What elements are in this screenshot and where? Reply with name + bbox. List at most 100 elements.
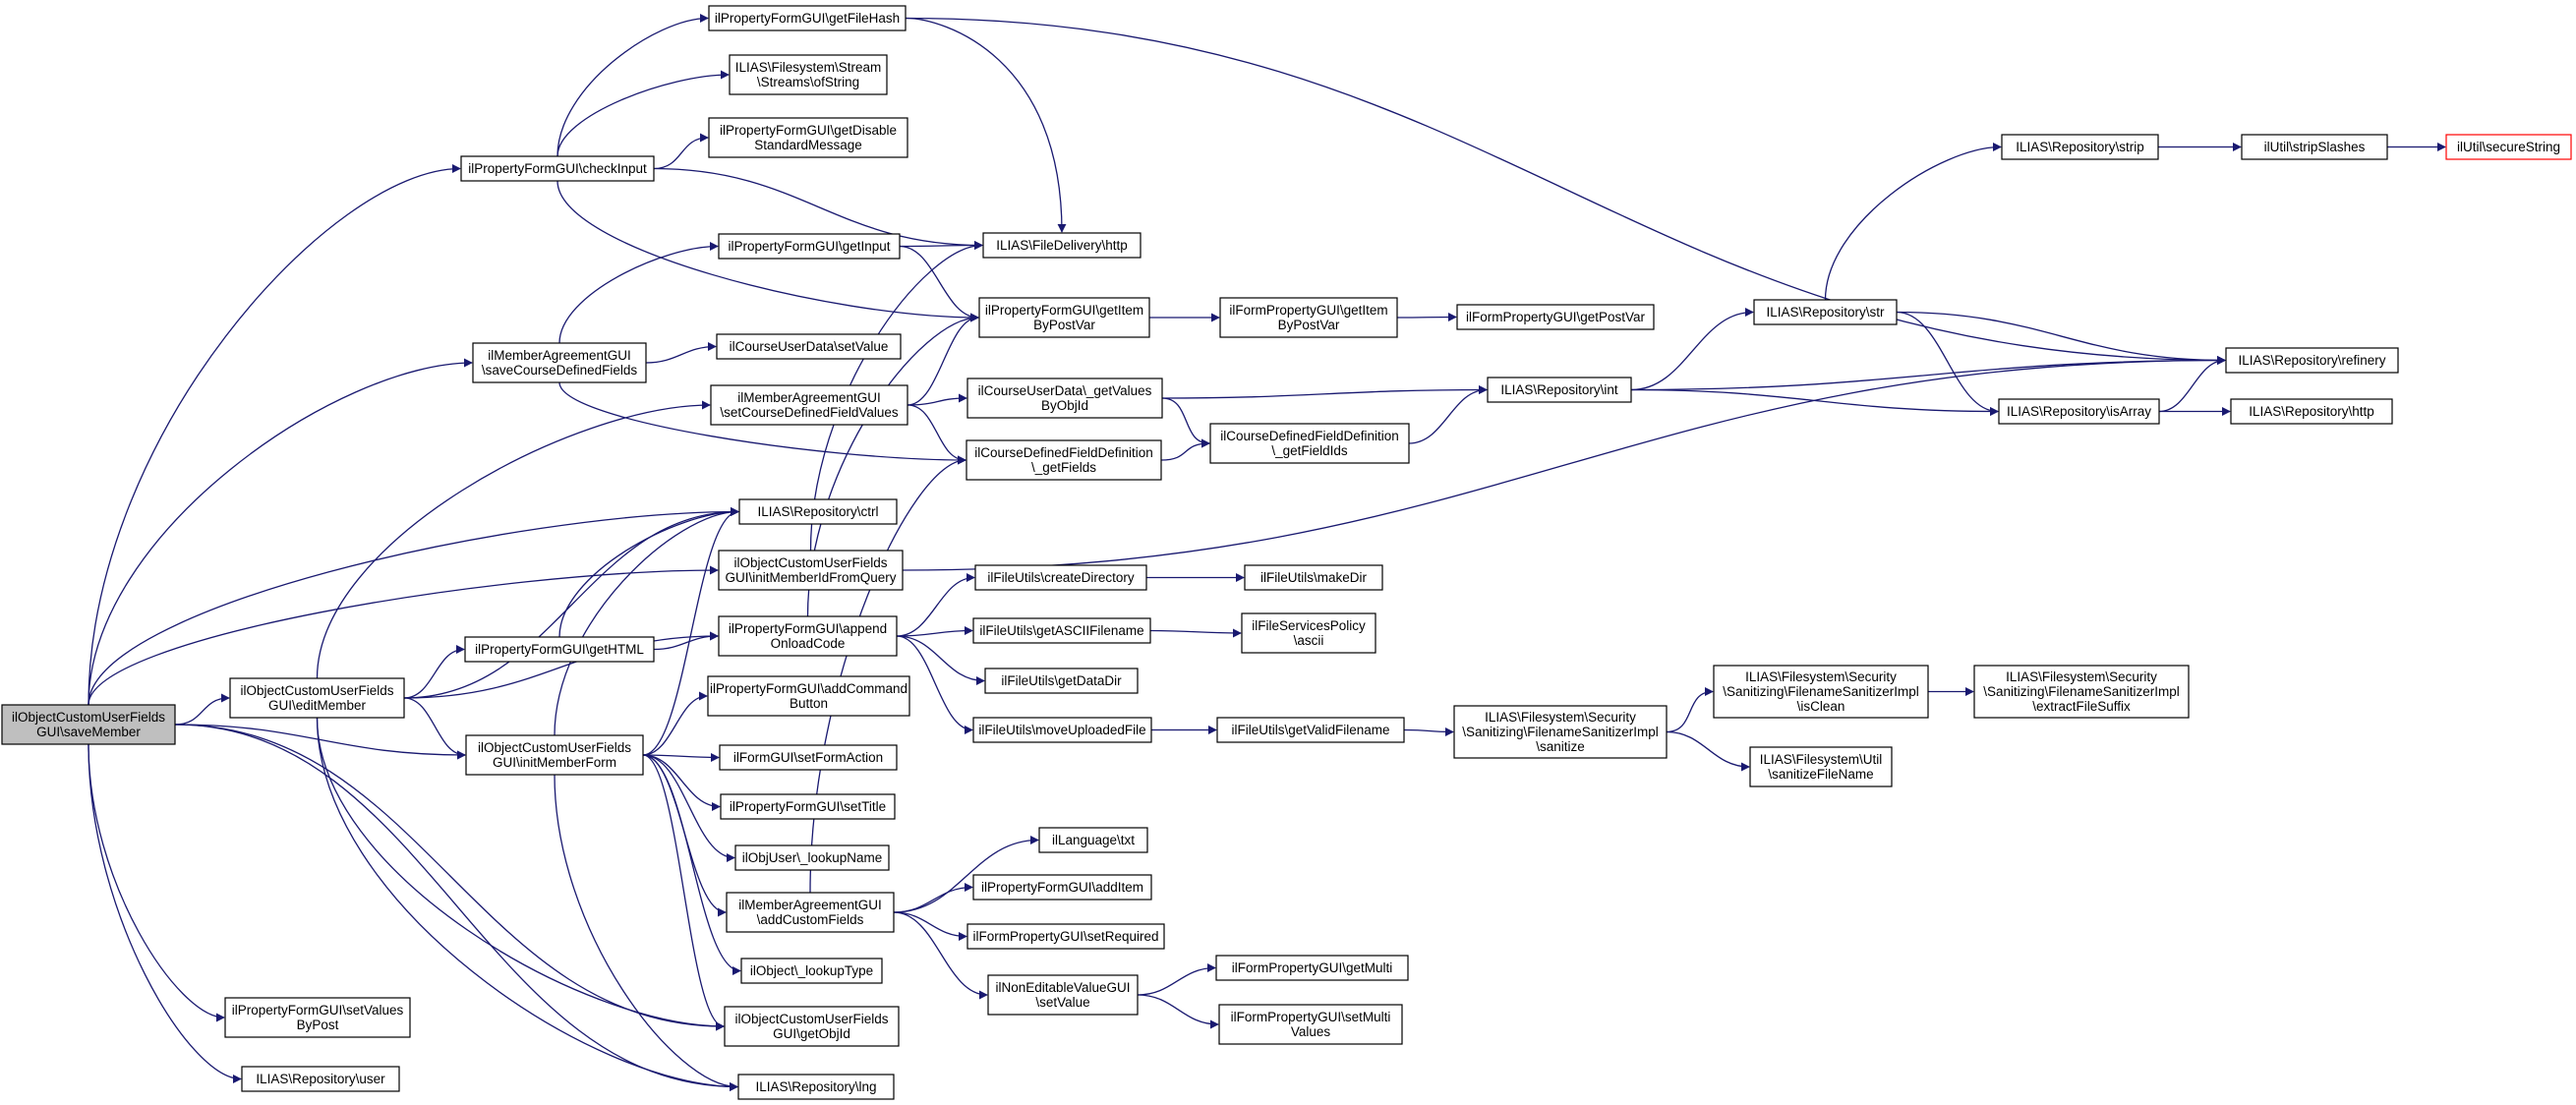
node-setTitle[interactable]: ilPropertyFormGUI\setTitle (720, 793, 896, 820)
node-repoRefinery[interactable]: ILIAS\Repository\refinery (2225, 347, 2399, 374)
node-getFileHash[interactable]: ilPropertyFormGUI\getFileHash (708, 5, 907, 31)
node-saveCourseDefinedFields[interactable]: ilMemberAgreementGUI\saveCourseDefinedFi… (472, 342, 647, 383)
node-setCourseDefinedFieldValues[interactable]: ilMemberAgreementGUI\setCourseDefinedFie… (710, 384, 908, 426)
edge-initMemberForm-to-repoCtrl (554, 507, 739, 736)
node-label: ilFileUtils\getASCIIFilename (979, 623, 1143, 638)
edge-initMemberForm-to-lookupType (642, 754, 741, 975)
edge-appendOnloadCode-to-createDirectory (896, 573, 975, 637)
node-label: ByPost (297, 1018, 339, 1032)
node-getDisableStandardMessage[interactable]: ilPropertyFormGUI\getDisableStandardMess… (708, 117, 908, 158)
edge-editMember-to-appendOnloadCode (403, 631, 719, 699)
node-repoIsArray[interactable]: ILIAS\Repository\isArray (1998, 398, 2160, 425)
node-repoLng[interactable]: ILIAS\Repository\lng (737, 1074, 895, 1100)
edge-root-to-initMemberForm (174, 724, 466, 760)
node-box (2445, 134, 2572, 160)
node-box (707, 675, 910, 717)
node-box (2230, 398, 2393, 425)
edge-initMemberForm-to-setTitle (642, 754, 721, 811)
node-createDirectory[interactable]: ilFileUtils\createDirectory (974, 564, 1147, 591)
node-fileServicesPolicyAscii[interactable]: ilFileServicesPolicy\ascii (1241, 612, 1376, 654)
edge-setCourseDefinedFieldValues-to-getItemByPostVar (907, 313, 979, 406)
node-courseUserDataSetValue[interactable]: ilCourseUserData\setValue (716, 333, 902, 360)
node-addItem[interactable]: ilPropertyFormGUI\addItem (972, 874, 1152, 901)
node-repoCtrl[interactable]: ILIAS\Repository\ctrl (738, 498, 898, 525)
node-box (1713, 665, 1929, 719)
node-label: ILIAS\Repository\lng (755, 1079, 876, 1094)
edge-checkInput-to-getItemByPostVar (556, 180, 979, 322)
node-formPropGetPostVar[interactable]: ilFormPropertyGUI\getPostVar (1456, 304, 1655, 330)
node-fileDeliveryHttp[interactable]: ILIAS\FileDelivery\http (982, 232, 1142, 259)
node-sanitize[interactable]: ILIAS\Filesystem\Security\Sanitizing\Fil… (1453, 705, 1668, 759)
node-makeDir[interactable]: ilFileUtils\makeDir (1244, 564, 1383, 591)
node-setRequired[interactable]: ilFormPropertyGUI\setRequired (966, 923, 1165, 950)
node-moveUploadedFile[interactable]: ilFileUtils\moveUploadedFile (972, 717, 1152, 743)
node-repoHttp[interactable]: ILIAS\Repository\http (2230, 398, 2393, 425)
node-sanitizeFileName[interactable]: ILIAS\Filesystem\Util\sanitizeFileName (1749, 746, 1893, 787)
node-label: ilObjectCustomUserFields (734, 1012, 888, 1026)
edge-repoStr-to-repoIsArray (1896, 311, 1999, 416)
edge-repoStr-to-repoStrip (1824, 143, 2002, 301)
node-getMulti[interactable]: ilFormPropertyGUI\getMulti (1215, 955, 1409, 981)
node-box (1973, 665, 2190, 719)
node-getASCIIFilename[interactable]: ilFileUtils\getASCIIFilename (972, 617, 1151, 644)
node-getValidFilename[interactable]: ilFileUtils\getValidFilename (1216, 717, 1405, 743)
node-getHTML[interactable]: ilPropertyFormGUI\getHTML (464, 636, 655, 663)
edge-root-to-repoLng (174, 724, 738, 1091)
node-stripSlashes[interactable]: ilUtil\stripSlashes (2241, 134, 2388, 160)
node-extractFileSuffix[interactable]: ILIAS\Filesystem\Security\Sanitizing\Fil… (1973, 665, 2190, 719)
node-getDataDir[interactable]: ilFileUtils\getDataDir (984, 668, 1139, 694)
node-isClean[interactable]: ILIAS\Filesystem\Security\Sanitizing\Fil… (1713, 665, 1929, 719)
node-nonEditableSetValue[interactable]: ilNonEditableValueGUI\setValue (987, 974, 1139, 1016)
edge-sanitize-to-isClean (1666, 687, 1714, 733)
node-label: \isClean (1797, 699, 1845, 714)
node-cdfGetFields[interactable]: ilCourseDefinedFieldDefinition\_getField… (966, 439, 1162, 481)
edge-initMemberForm-to-lookupName (642, 754, 735, 862)
node-box (1219, 297, 1398, 338)
node-initMemberIdFromQuery[interactable]: ilObjectCustomUserFieldsGUI\initMemberId… (718, 550, 904, 591)
node-box (718, 550, 904, 591)
node-lookupName[interactable]: ilObjUser\_lookupName (734, 844, 890, 871)
node-box (972, 717, 1152, 743)
node-label: ILIAS\Filesystem\Security (2006, 669, 2157, 684)
node-repoUser[interactable]: ILIAS\Repository\user (241, 1066, 400, 1092)
edge-root-to-checkInput (88, 164, 461, 706)
edge-editMember-to-repoLng (316, 717, 738, 1091)
node-label: ILIAS\Filesystem\Security (1485, 710, 1636, 725)
node-addCustomFields[interactable]: ilMemberAgreementGUI\addCustomFields (726, 892, 895, 933)
node-label: ilPropertyFormGUI\getItem (985, 303, 1143, 318)
node-cdfGetFieldIds[interactable]: ilCourseDefinedFieldDefinition\_getField… (1209, 423, 1410, 464)
node-checkInput[interactable]: ilPropertyFormGUI\checkInput (460, 155, 655, 182)
node-repoInt[interactable]: ILIAS\Repository\int (1487, 377, 1632, 403)
node-box (966, 378, 1163, 419)
node-getInput[interactable]: ilPropertyFormGUI\getInput (718, 233, 901, 260)
node-languageTxt[interactable]: ilLanguage\txt (1038, 827, 1148, 853)
node-repoStr[interactable]: ILIAS\Repository\str (1753, 299, 1898, 325)
edge-repoInt-to-repoStr (1630, 308, 1754, 391)
node-label: ilObjUser\_lookupName (742, 850, 883, 865)
node-repoStrip[interactable]: ILIAS\Repository\strip (2001, 134, 2159, 160)
node-box (1998, 398, 2160, 425)
node-setFormAction[interactable]: ilFormGUI\setFormAction (719, 744, 898, 771)
node-box (2241, 134, 2388, 160)
edge-sanitize-to-sanitizeFileName (1666, 730, 1750, 772)
edge-getFileHash-to-repoRefinery (905, 17, 2226, 365)
edge-root-to-editMember (174, 693, 230, 726)
node-box (740, 958, 883, 984)
node-secureString[interactable]: ilUtil\secureString (2445, 134, 2572, 160)
node-label: ilFormPropertyGUI\setRequired (972, 929, 1158, 944)
node-lookupType[interactable]: ilObject\_lookupType (740, 958, 883, 984)
node-initMemberForm[interactable]: ilObjectCustomUserFieldsGUI\initMemberFo… (465, 734, 644, 776)
edge-getInput-to-getItemByPostVar (899, 245, 979, 322)
edge-root-to-setValuesByPost (88, 743, 225, 1022)
node-streamsOfString[interactable]: ILIAS\Filesystem\Stream\Streams\ofString (729, 54, 888, 95)
